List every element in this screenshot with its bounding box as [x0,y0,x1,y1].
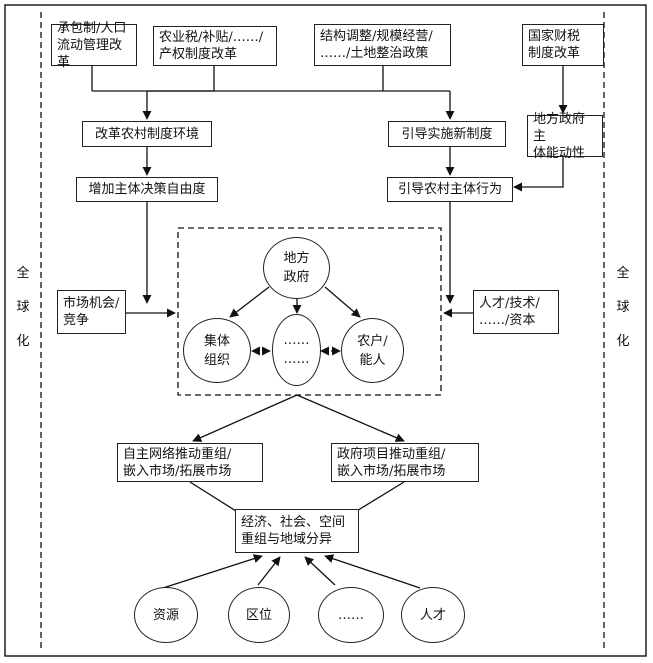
market-competition-box: 市场机会/ 竞争 [57,290,126,334]
policy-box-agri-tax: 农业税/补贴/……/ 产权制度改革 [153,26,277,66]
policy-box-fiscal-reform: 国家财税 制度改革 [522,24,604,66]
talent-circle: 人才 [401,587,465,643]
outcome-box: 经济、社会、空间 重组与地域分异 [235,509,359,553]
talent-technology-box: 人才/技术/ ……/资本 [473,290,559,334]
reform-environment-box: 改革农村制度环境 [82,121,212,147]
guide-behavior-box: 引导农村主体行为 [387,177,513,202]
group-to-project [296,394,405,442]
actor-group-dashed-box [177,227,442,396]
globalization-label-right: 全球化 [616,266,630,349]
policy-box-restructuring: 结构调整/规模经营/ ……/土地整治政策 [314,24,451,66]
guide-new-system-box: 引导实施新制度 [388,121,506,147]
increase-freedom-box: 增加主体决策自由度 [76,177,218,202]
government-project-box: 政府项目推动重组/ 嵌入市场/拓展市场 [331,443,479,482]
group-to-network [192,394,298,442]
local-initiative-arrow [513,157,564,192]
policy-box-household-contract: 承包制/人口 流动管理改革 [51,21,137,70]
resources-circle: 资源 [134,587,198,643]
talent-to-outcome [324,554,421,589]
ellipsis-to-outcome [304,556,336,586]
other-actors-circle: …… …… [272,314,321,386]
outer-frame [4,4,647,657]
collective-organization-circle: 集体 组织 [183,318,251,383]
farmers-elites-circle: 农户/ 能人 [341,318,404,383]
location-circle: 区位 [228,587,290,643]
globalization-label-left: 全球化 [16,266,30,349]
location-to-outcome [257,556,281,586]
network-restructuring-box: 自主网络推动重组/ 嵌入市场/拓展市场 [117,443,263,482]
gov-to-farmers [324,286,361,318]
local-government-circle: 地方 政府 [263,237,330,299]
resources-to-outcome [162,554,263,589]
other-factors-circle: …… [318,587,384,643]
local-gov-initiative-box: 地方政府主 体能动性 [527,112,603,161]
gov-to-collective [229,286,270,318]
